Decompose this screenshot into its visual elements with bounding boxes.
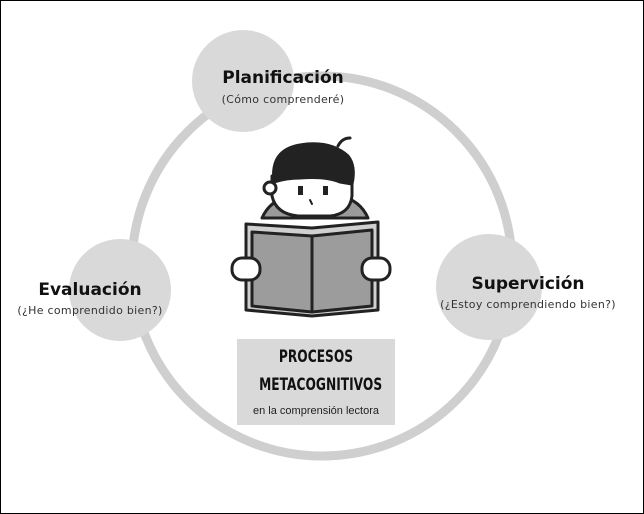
reader-with-book-icon (230, 136, 392, 318)
node-subtitle-supervicion: (¿Estoy comprendiendo bien?) (440, 298, 616, 311)
node-circle-evaluacion (69, 239, 171, 341)
node-circle-planificacion (192, 30, 294, 132)
node-subtitle-evaluacion: (¿He comprendido bien?) (17, 304, 163, 317)
center-title-line1: PROCESOS (278, 347, 354, 367)
node-subtitle-planificacion: (Cómo comprenderé) (221, 93, 345, 106)
node-title-planificacion: Planificación (222, 68, 344, 88)
node-title-supervicion: Supervición (471, 274, 585, 294)
center-subtitle: en la comprensión lectora (253, 405, 379, 417)
node-title-evaluacion: Evaluación (38, 280, 142, 300)
center-label-box: PROCESOS METACOGNITIVOS en la comprensió… (237, 339, 395, 425)
node-circle-supervicion (436, 234, 542, 340)
center-title-line2: METACOGNITIVOS (259, 375, 383, 395)
